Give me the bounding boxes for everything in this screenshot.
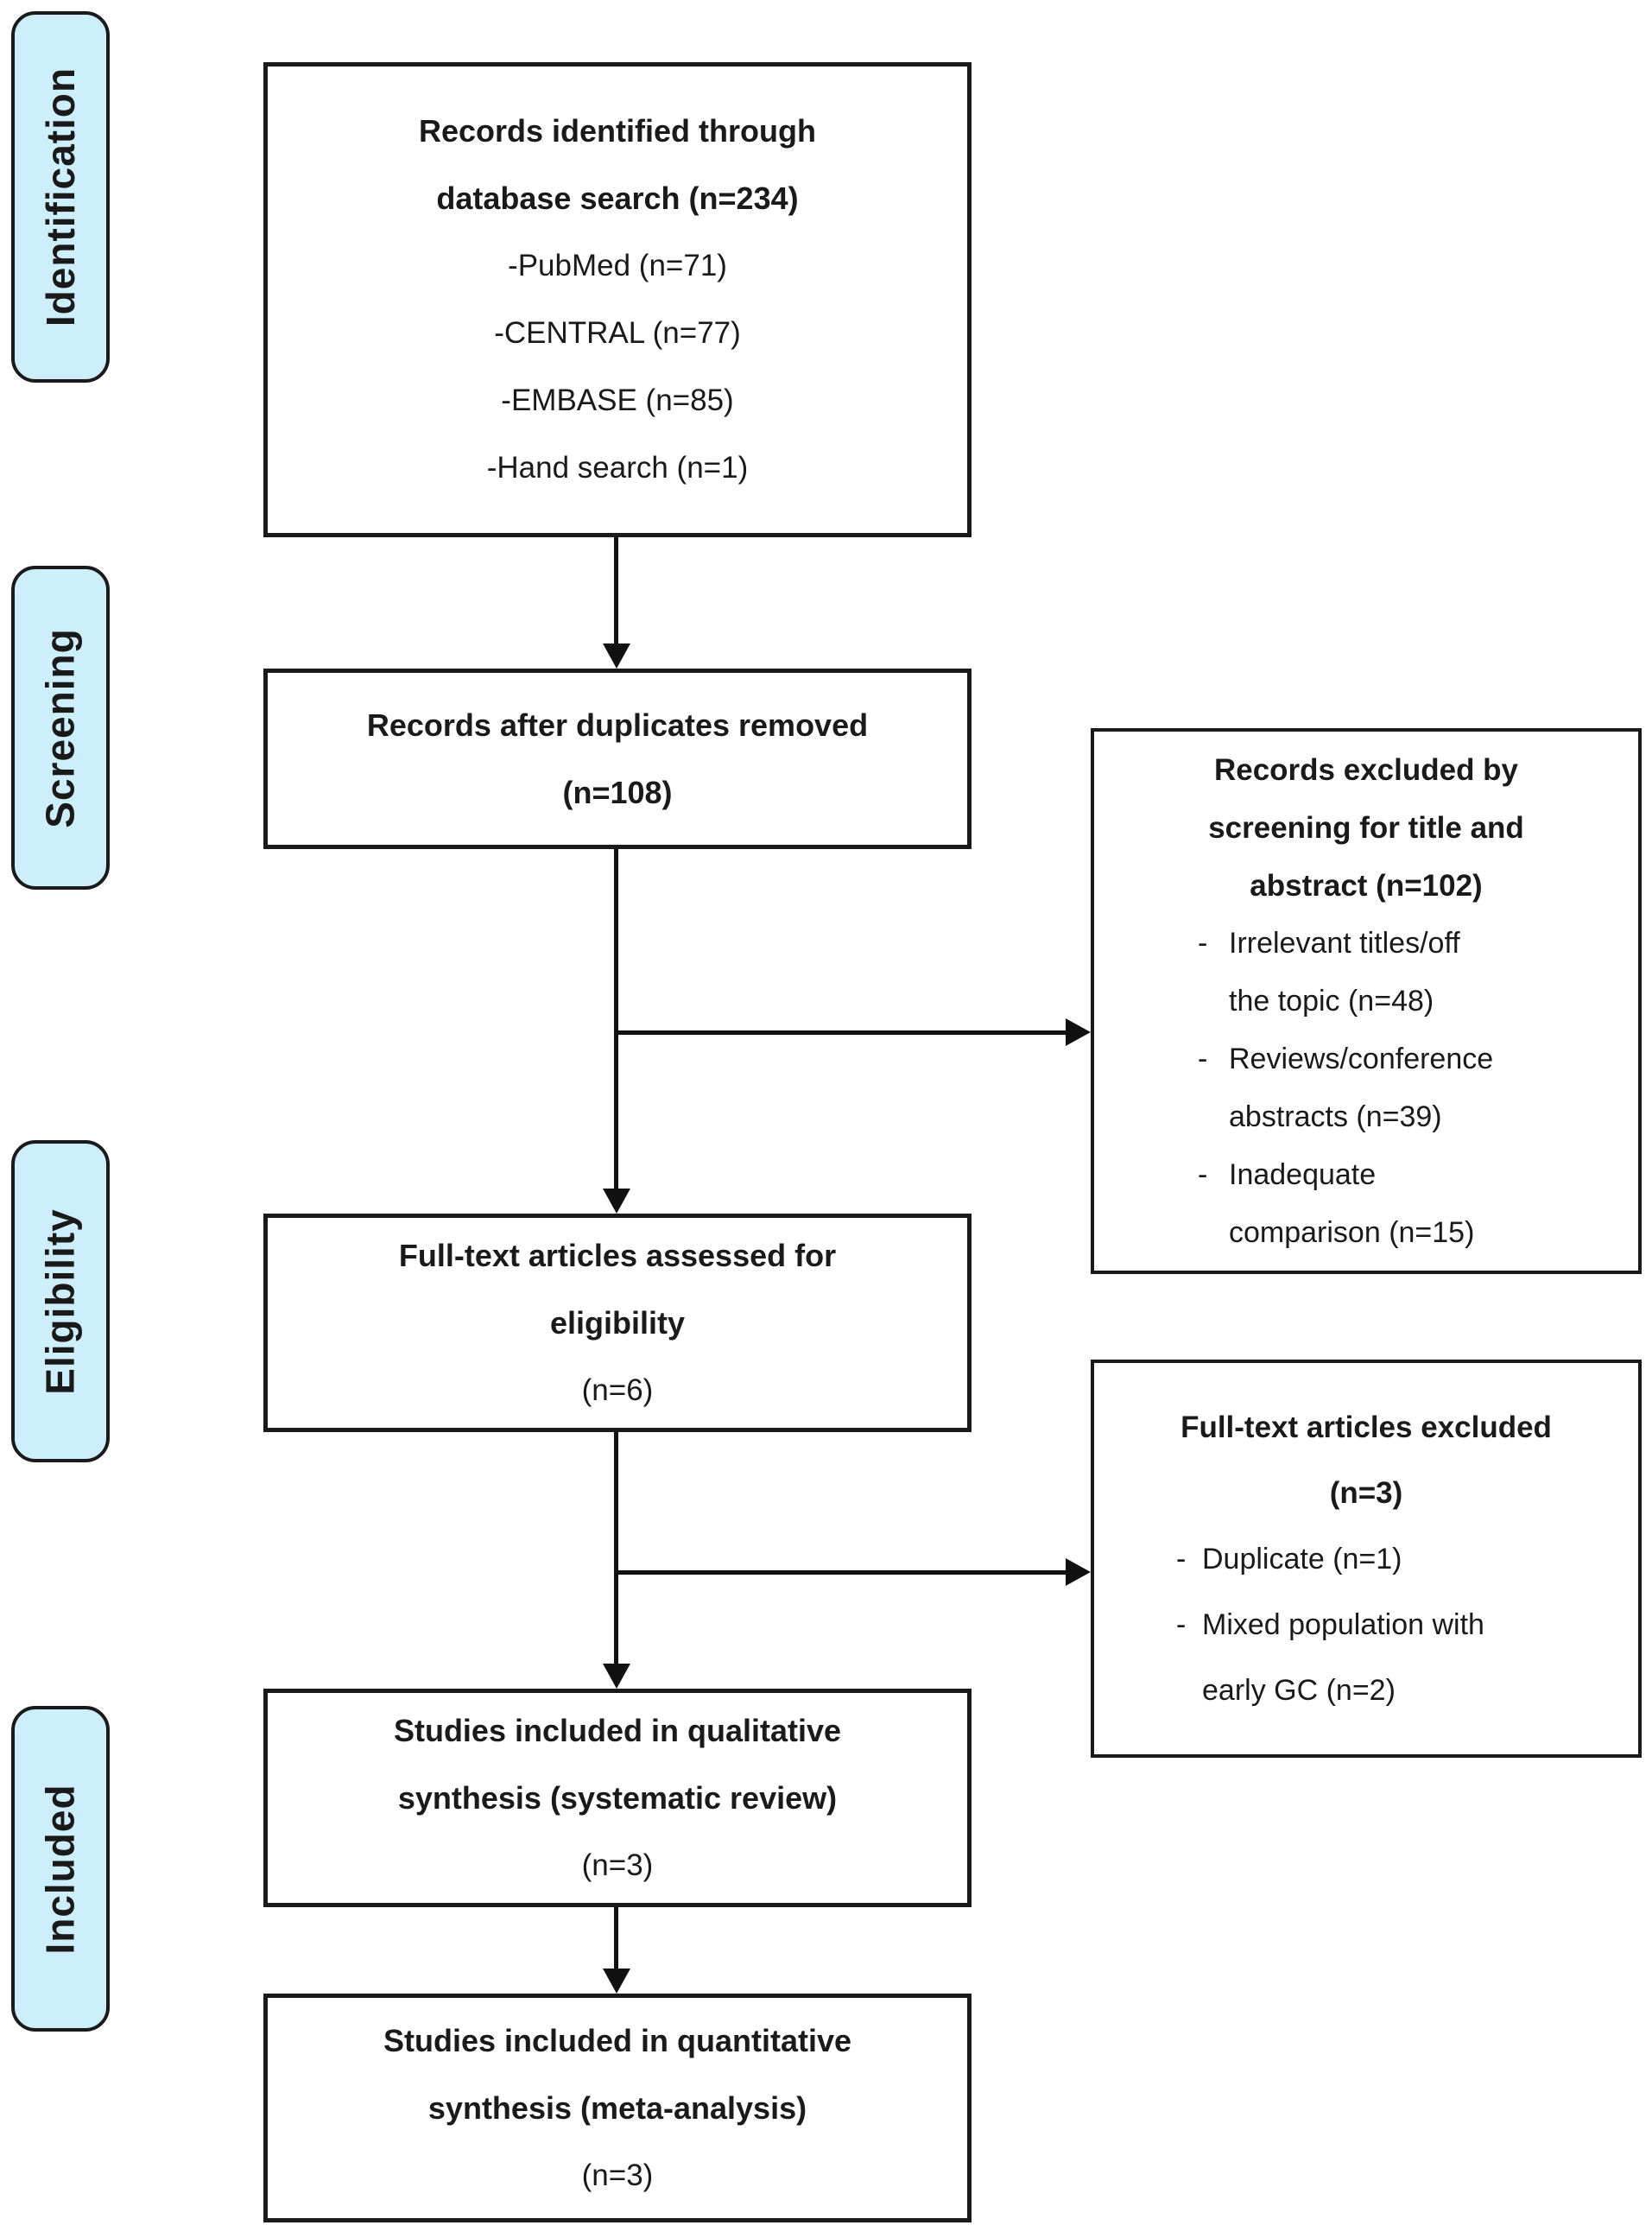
reason-reviews-line-1: Reviews/conference bbox=[1229, 1042, 1494, 1075]
box-fulltext-excluded: Full-text articles excluded (n=3) - Dupl… bbox=[1091, 1360, 1642, 1758]
records-excluded-heading-line-2: screening for title and bbox=[1208, 810, 1524, 845]
records-excluded-heading-line-3: abstract (n=102) bbox=[1250, 868, 1483, 903]
stage-included: Included bbox=[11, 1706, 110, 2032]
qualitative-count: (n=3) bbox=[581, 1848, 654, 1882]
connector-qualitative-to-quantitative bbox=[614, 1907, 618, 1972]
reason-mixed-population: - Mixed population with early GC (n=2) bbox=[1176, 1592, 1638, 1723]
reason-irrelevant-titles: - Irrelevant titles/off the topic (n=48) bbox=[1198, 915, 1638, 1030]
stage-included-label: Included bbox=[38, 1783, 83, 1955]
reason-inadequate-comparison: - Inadequate comparison (n=15) bbox=[1198, 1146, 1638, 1262]
connector-to-fulltext-exclusions bbox=[617, 1570, 1067, 1575]
quantitative-title-line-2: synthesis (meta-analysis) bbox=[427, 2089, 807, 2126]
reason-reviews-line-2: abstracts (n=39) bbox=[1229, 1100, 1442, 1133]
box-fulltext-assessed: Full-text articles assessed for eligibil… bbox=[263, 1214, 972, 1432]
source-central: -CENTRAL (n=77) bbox=[494, 316, 741, 350]
box-qualitative-synthesis: Studies included in qualitative synthesi… bbox=[263, 1689, 972, 1907]
records-excluded-heading-line-1: Records excluded by bbox=[1213, 752, 1519, 787]
bullet-dash: - bbox=[1198, 926, 1208, 960]
quantitative-count: (n=3) bbox=[581, 2158, 654, 2192]
arrowhead-down-4 bbox=[603, 1969, 630, 1994]
stage-screening: Screening bbox=[11, 566, 110, 890]
connector-deduplicated-to-assessed bbox=[614, 849, 618, 1191]
reason-mixed-line-1: Mixed population with bbox=[1202, 1607, 1484, 1641]
reason-reviews-abstracts: - Reviews/conference abstracts (n=39) bbox=[1198, 1030, 1638, 1146]
source-embase: -EMBASE (n=85) bbox=[501, 384, 734, 417]
bullet-dash: - bbox=[1198, 1157, 1208, 1191]
reason-duplicate-line-1: Duplicate (n=1) bbox=[1202, 1542, 1402, 1575]
box-duplicates-removed: Records after duplicates removed (n=108) bbox=[263, 669, 972, 849]
fulltext-assessed-title-line-2: eligibility bbox=[549, 1304, 686, 1341]
qualitative-title-line-1: Studies included in qualitative bbox=[393, 1712, 842, 1748]
records-excluded-heading: Records excluded by screening for title … bbox=[1094, 741, 1638, 915]
fulltext-excluded-heading: Full-text articles excluded (n=3) bbox=[1094, 1395, 1638, 1526]
duplicates-removed-count: (n=108) bbox=[562, 774, 673, 810]
quantitative-title-line-1: Studies included in quantitative bbox=[383, 2022, 852, 2058]
box-quantitative-synthesis: Studies included in quantitative synthes… bbox=[263, 1994, 972, 2222]
qualitative-title-line-2: synthesis (systematic review) bbox=[397, 1779, 838, 1816]
arrowhead-down-2 bbox=[603, 1189, 630, 1214]
reason-irrelevant-line-2: the topic (n=48) bbox=[1229, 984, 1434, 1018]
reason-irrelevant-line-1: Irrelevant titles/off bbox=[1229, 926, 1460, 960]
stage-eligibility-label: Eligibility bbox=[38, 1208, 83, 1395]
box-records-excluded-screening: Records excluded by screening for title … bbox=[1091, 728, 1642, 1274]
bullet-dash: - bbox=[1176, 1542, 1187, 1575]
records-identified-title-line-1: Records identified through bbox=[418, 113, 816, 149]
connector-identified-to-deduplicated bbox=[614, 537, 618, 648]
arrowhead-down-1 bbox=[603, 644, 630, 669]
connector-to-screening-exclusions bbox=[617, 1030, 1067, 1035]
source-hand-search: -Hand search (n=1) bbox=[486, 451, 749, 485]
fulltext-assessed-count: (n=6) bbox=[581, 1373, 654, 1407]
bullet-dash: - bbox=[1176, 1607, 1187, 1641]
source-pubmed: -PubMed (n=71) bbox=[508, 249, 727, 282]
fulltext-assessed-title-line-1: Full-text articles assessed for bbox=[398, 1237, 837, 1273]
reason-mixed-line-2: early GC (n=2) bbox=[1202, 1673, 1396, 1707]
connector-assessed-to-qualitative bbox=[614, 1432, 618, 1667]
arrowhead-right-1 bbox=[1066, 1018, 1091, 1046]
duplicates-removed-title: Records after duplicates removed bbox=[366, 707, 869, 743]
reason-inadequate-line-2: comparison (n=15) bbox=[1229, 1215, 1475, 1249]
box-records-identified: Records identified through database sear… bbox=[263, 62, 972, 537]
stage-identification-label: Identification bbox=[38, 67, 84, 327]
records-identified-title-line-2: database search (n=234) bbox=[436, 181, 799, 216]
fulltext-excluded-heading-line-2: (n=3) bbox=[1329, 1475, 1403, 1510]
reason-duplicate: - Duplicate (n=1) bbox=[1176, 1526, 1638, 1592]
reason-inadequate-line-1: Inadequate bbox=[1229, 1157, 1377, 1191]
fulltext-excluded-heading-line-1: Full-text articles excluded bbox=[1180, 1410, 1552, 1444]
records-excluded-reasons: - Irrelevant titles/off the topic (n=48)… bbox=[1094, 915, 1638, 1262]
stage-identification: Identification bbox=[11, 11, 110, 383]
bullet-dash: - bbox=[1198, 1042, 1208, 1075]
fulltext-excluded-reasons: - Duplicate (n=1) - Mixed population wit… bbox=[1094, 1526, 1638, 1723]
arrowhead-right-2 bbox=[1066, 1558, 1091, 1586]
stage-eligibility: Eligibility bbox=[11, 1140, 110, 1462]
arrowhead-down-3 bbox=[603, 1664, 630, 1689]
stage-screening-label: Screening bbox=[38, 627, 84, 828]
